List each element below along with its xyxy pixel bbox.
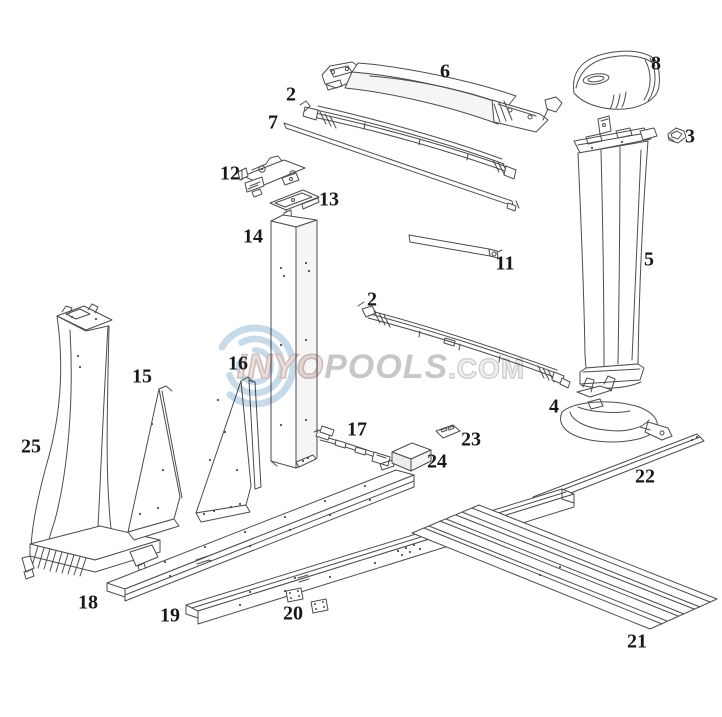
part-5-upright — [573, 115, 658, 389]
part-14-support-column — [270, 209, 318, 469]
part-16-brace-plate — [195, 376, 262, 523]
part-2-upper-stabilizer-rail — [299, 100, 517, 180]
part-13-top-plate — [269, 189, 320, 217]
part-3-clip — [667, 127, 687, 144]
part-4-upright-foot — [560, 375, 673, 443]
part-12-top-bracket — [237, 155, 306, 198]
part-15-brace-plate — [127, 385, 183, 541]
part-21-wall-panel — [411, 504, 718, 630]
part-18-channel-beam — [106, 469, 415, 602]
part-24-box — [391, 442, 432, 472]
part-20-plates — [285, 587, 329, 614]
part-25-buttress-upright — [21, 303, 161, 580]
part-17-track-assembly — [313, 425, 395, 471]
part-11-strip — [408, 234, 503, 259]
part-8-top-cap — [573, 50, 660, 110]
part-23-small-plate — [435, 424, 461, 439]
part-6-top-ledge — [321, 61, 563, 133]
part-2-lower-stabilizer-rail — [357, 301, 571, 389]
part-7-rail-strip — [283, 122, 520, 212]
